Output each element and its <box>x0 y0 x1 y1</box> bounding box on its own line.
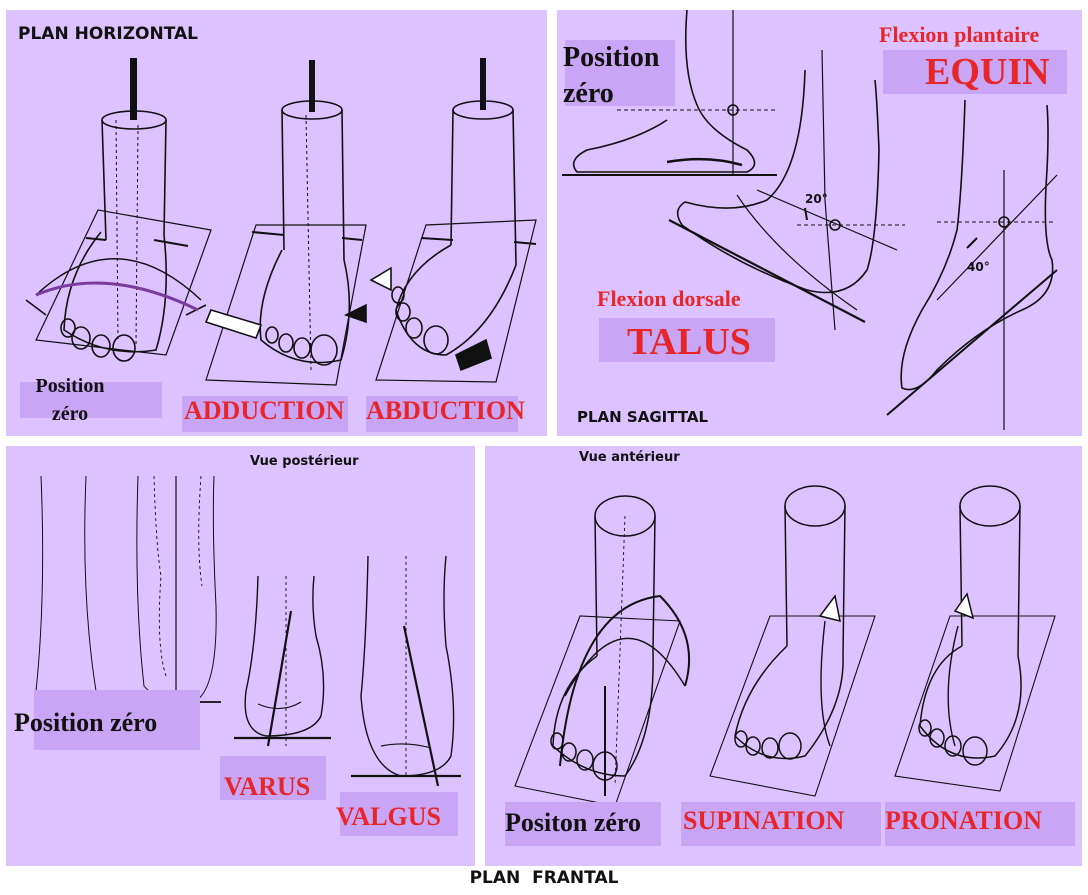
anterior-position-zero-label: Positon zéro <box>505 808 641 838</box>
foot-neutral-posterior <box>34 476 221 702</box>
varus-label: VARUS <box>224 772 310 802</box>
abduction-label: ABDUCTION <box>366 396 525 426</box>
angle-plantar-label: 40° <box>967 260 990 274</box>
foot-pronation <box>895 486 1055 791</box>
foot-neutral-anterior <box>515 496 689 806</box>
foot-supination <box>710 486 875 796</box>
foot-neutral-horizontal <box>26 58 211 361</box>
sagittal-title: PLAN SAGITTAL <box>577 408 708 426</box>
talus-label: TALUS <box>627 320 751 364</box>
foot-valgus <box>351 556 461 786</box>
panel-horizontal: PLAN HORIZONTAL Position zéro ADDUCTION … <box>6 10 547 436</box>
panel-frontal-posterior: Vue postérieur Position zéro VARUS VALGU… <box>6 446 475 866</box>
posterior-view-label: Vue postérieur <box>250 454 359 469</box>
pronation-label: PRONATION <box>885 806 1042 836</box>
anterior-view-label: Vue antérieur <box>579 450 680 465</box>
valgus-label: VALGUS <box>336 802 441 832</box>
plantar-flexion-label: Flexion plantaire <box>879 22 1039 48</box>
angle-dorsal-label: 20° <box>805 192 828 206</box>
dorsal-flexion-label: Flexion dorsale <box>597 286 741 312</box>
foot-varus <box>234 576 331 746</box>
foot-abduction <box>371 58 536 382</box>
adduction-label: ADDUCTION <box>184 396 344 426</box>
panel-sagittal: Position zéro Flexion plantaire EQUIN Fl… <box>557 10 1082 436</box>
horizontal-position-zero-label: Position zéro <box>30 372 110 428</box>
posterior-position-zero-label: Position zéro <box>14 708 157 738</box>
frontal-plane-title: PLAN FRANTAL <box>0 868 1088 888</box>
equin-label: EQUIN <box>925 50 1050 94</box>
foot-adduction <box>206 60 366 385</box>
sagittal-position-zero-label: Position zéro <box>563 40 681 112</box>
supination-label: SUPINATION <box>683 806 844 836</box>
panel-frontal-anterior: Vue antérieur Positon zéro SUPINATION PR… <box>485 446 1082 866</box>
horizontal-title: PLAN HORIZONTAL <box>18 24 198 44</box>
